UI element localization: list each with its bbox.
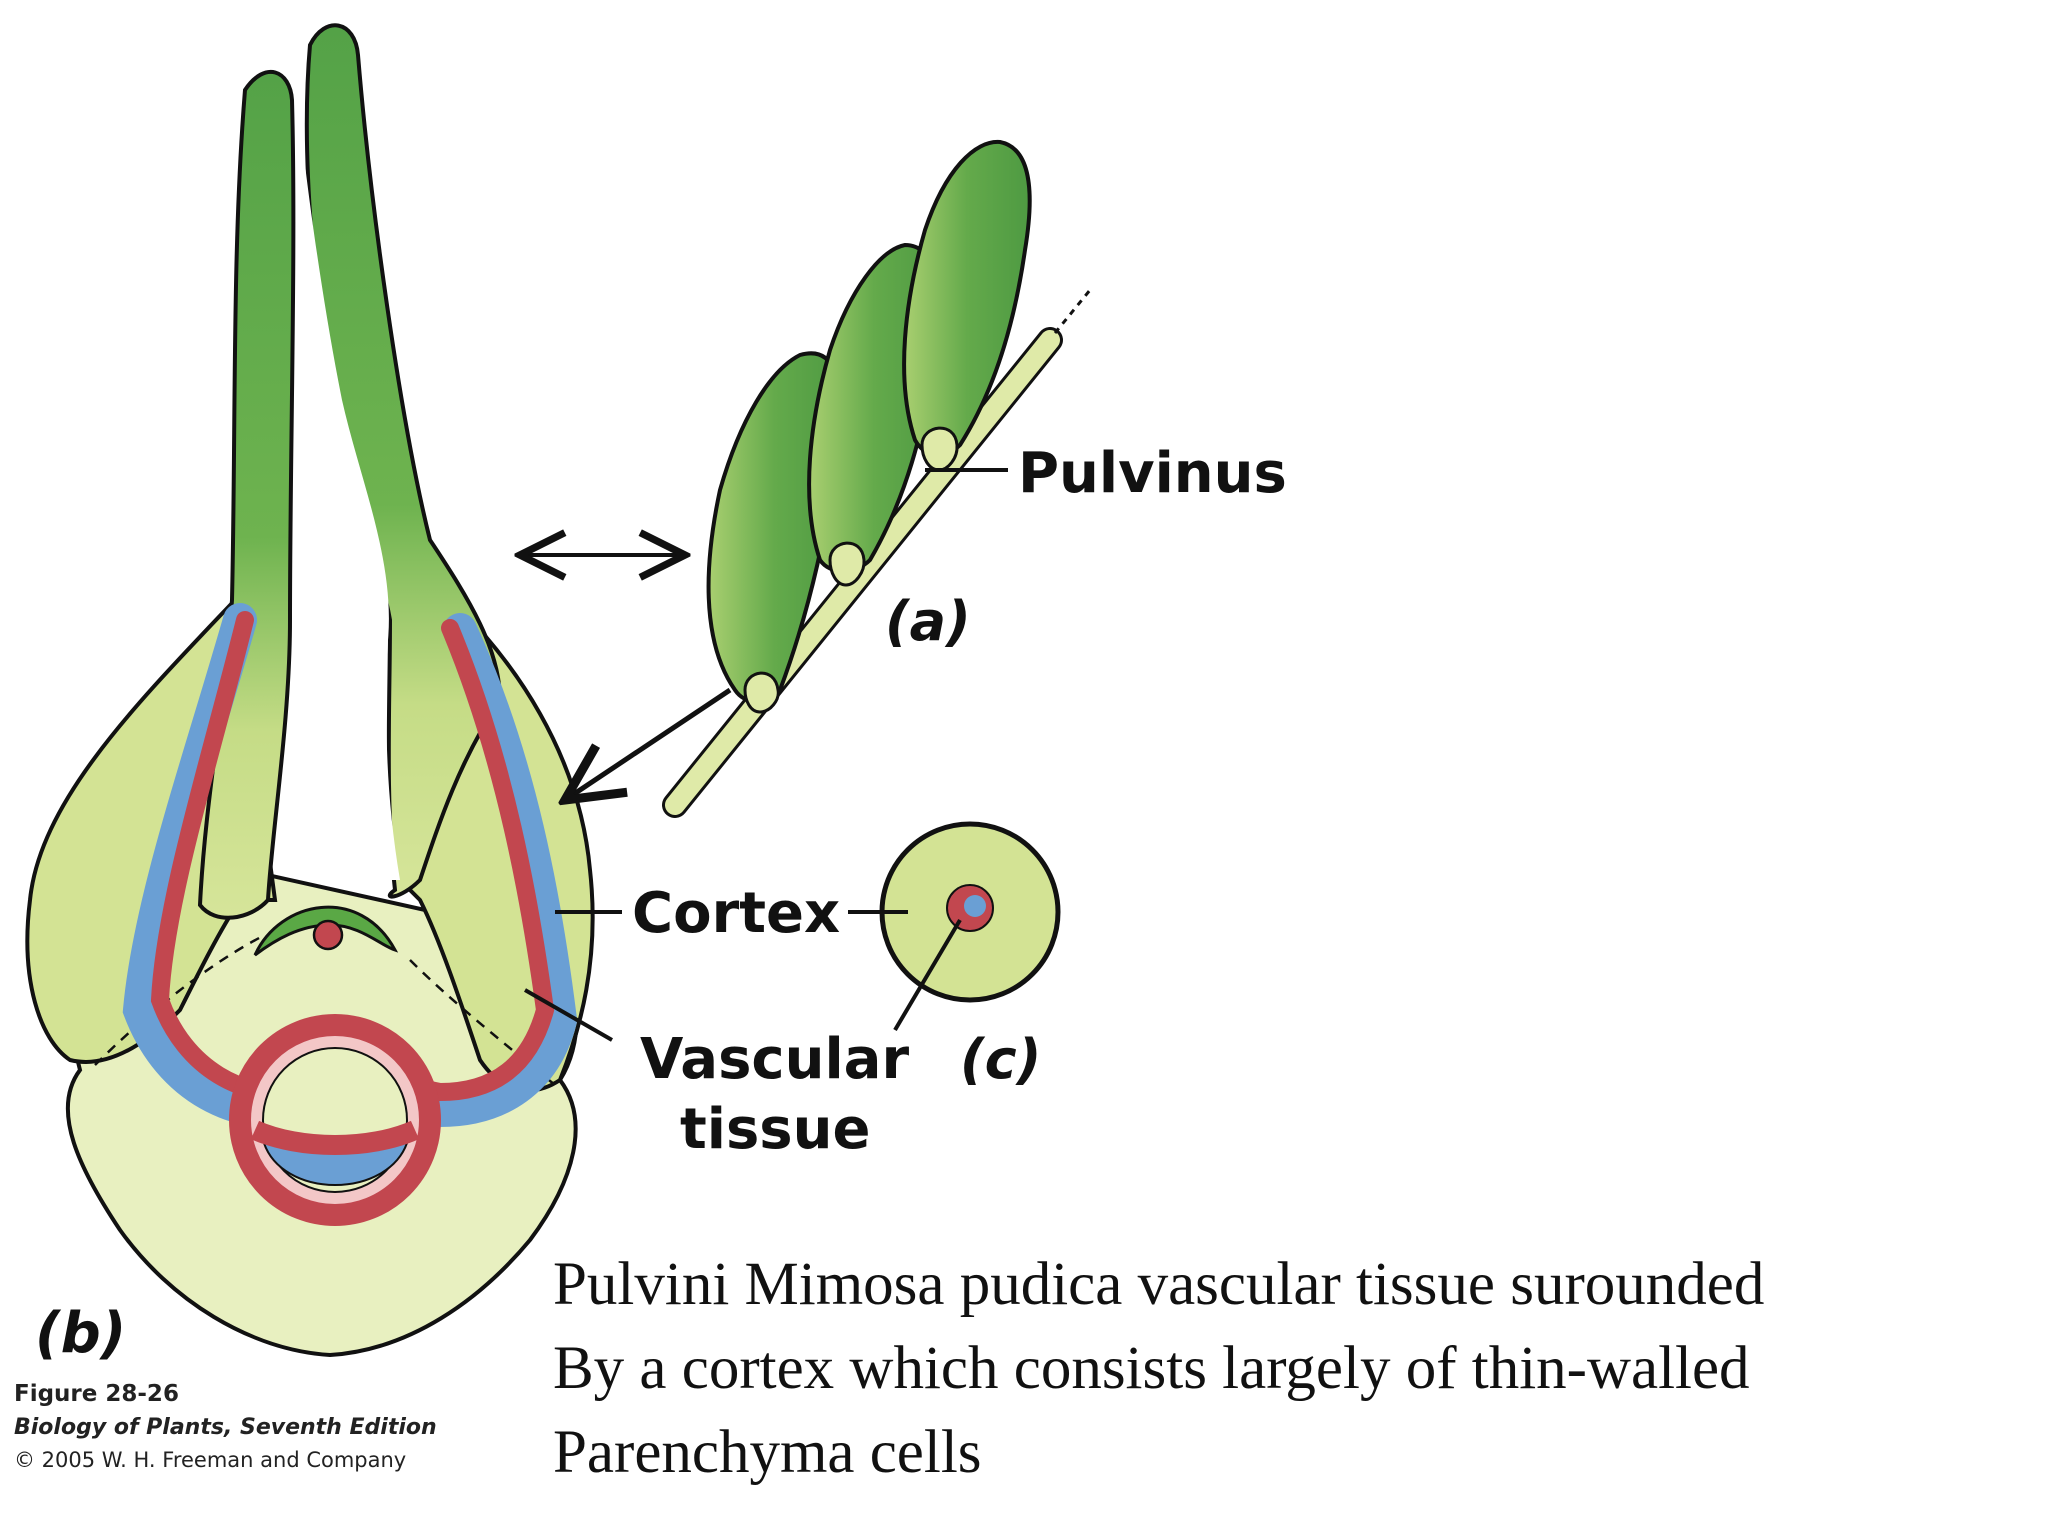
panel-b-longitudinal-section	[25, 23, 595, 1358]
credit-figure-number: Figure 28-26	[14, 1381, 179, 1407]
caption: Pulvini Mimosa pudica vascular tissue su…	[553, 1243, 2023, 1495]
credit-book-title: Biology of Plants, Seventh Edition	[14, 1415, 437, 1440]
label-cortex: Cortex	[632, 881, 840, 946]
pulvinus-3	[920, 426, 959, 472]
panel-c-cross-section	[879, 821, 1061, 1003]
panel-a-leaflets	[662, 139, 1092, 818]
label-panel-a: (a)	[885, 590, 971, 653]
cross-section-vascular-blue	[964, 895, 986, 917]
leaf-left	[197, 69, 296, 920]
boundary-dashed-left	[94, 933, 266, 1066]
leader-vascular-right	[893, 918, 962, 1032]
axillary-bud	[253, 905, 399, 957]
vascular-ring-red-band	[250, 1120, 420, 1155]
label-pulvinus: Pulvinus	[1018, 441, 1287, 506]
leader-vascular-left	[524, 988, 613, 1042]
figure-credit: Figure 28-26 Biology of Plants, Seventh …	[14, 1378, 437, 1477]
caption-line-3: Parenchyma cells	[553, 1419, 982, 1486]
caption-line-2: By a cortex which consists largely of th…	[553, 1335, 1750, 1402]
credit-copyright: © 2005 W. H. Freeman and Company	[14, 1448, 407, 1472]
lobe-gap	[300, 120, 400, 880]
pulvinus-2	[828, 541, 866, 587]
pulvinus-1	[743, 671, 780, 714]
arrow-pulvinus-to-section	[565, 687, 732, 800]
bud-vascular-dot	[312, 919, 344, 951]
label-tissue: tissue	[680, 1097, 870, 1162]
label-panel-c: (c)	[960, 1028, 1041, 1091]
label-panel-b: (b)	[35, 1301, 126, 1366]
label-vascular: Vascular	[640, 1027, 909, 1092]
caption-line-1: Pulvini Mimosa pudica vascular tissue su…	[553, 1251, 1765, 1318]
leaflet-3	[902, 139, 1032, 457]
